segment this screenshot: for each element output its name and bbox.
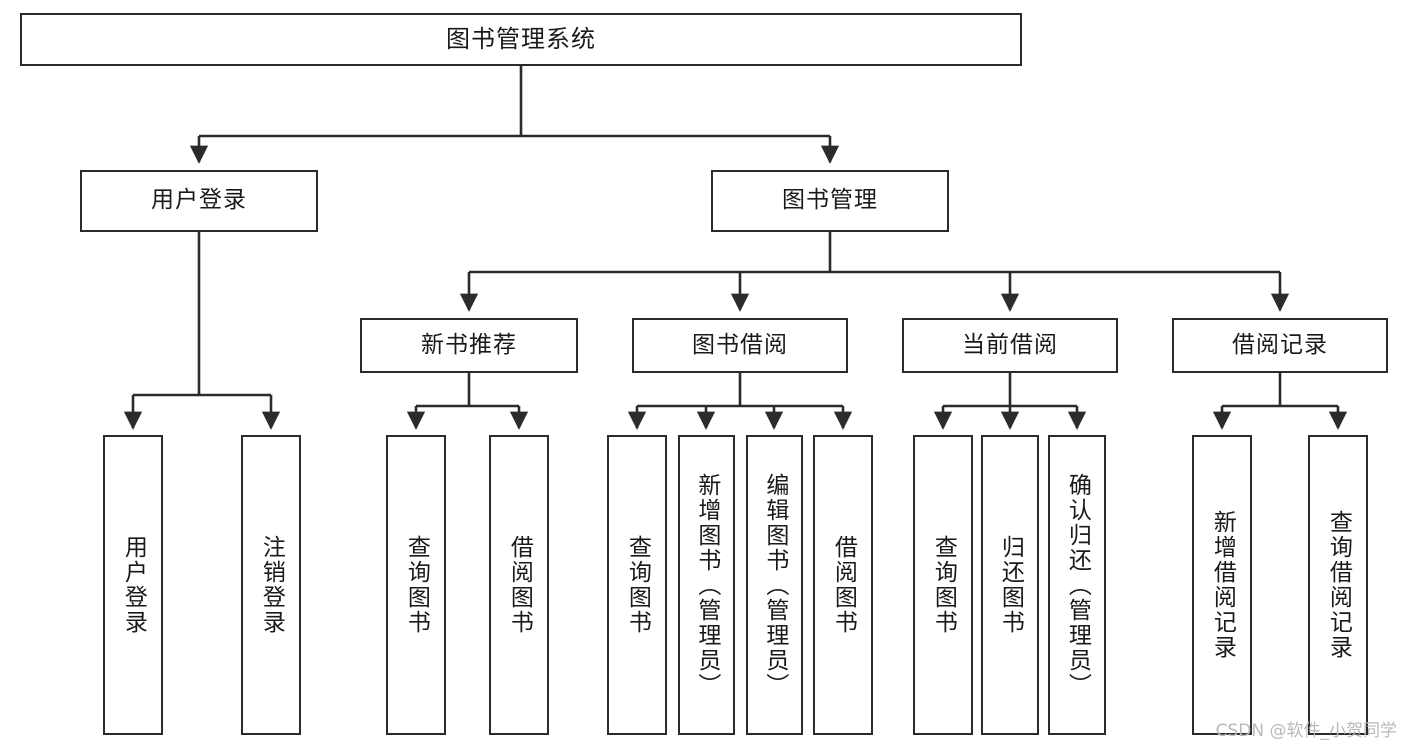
node-book-management[interactable]: 图书管理: [711, 170, 949, 232]
node-label: 借阅图书: [830, 535, 857, 635]
node-label: 用户登录: [151, 187, 247, 214]
leaf-user-login[interactable]: 用户登录: [103, 435, 163, 735]
node-label: 归还图书: [997, 535, 1024, 635]
leaf-logout-login[interactable]: 注销登录: [241, 435, 301, 735]
node-label: 图书管理: [782, 187, 878, 214]
node-new-book-recommendation[interactable]: 新书推荐: [360, 318, 578, 373]
leaf-add-book-admin[interactable]: 新增图书（管理员）: [678, 435, 735, 735]
watermark-text: CSDN @软件_小贺同学: [1215, 721, 1397, 741]
node-label: 查询借阅记录: [1325, 510, 1352, 660]
node-label: 新增图书（管理员）: [693, 472, 720, 698]
node-label: 用户登录: [120, 535, 147, 635]
node-label: 编辑图书（管理员）: [761, 472, 788, 698]
node-book-borrow[interactable]: 图书借阅: [632, 318, 848, 373]
leaf-borrow-book-recommendation[interactable]: 借阅图书: [489, 435, 549, 735]
node-user-login[interactable]: 用户登录: [80, 170, 318, 232]
leaf-edit-book-admin[interactable]: 编辑图书（管理员）: [746, 435, 803, 735]
leaf-query-book-recommendation[interactable]: 查询图书: [386, 435, 446, 735]
leaf-query-borrow-record[interactable]: 查询借阅记录: [1308, 435, 1368, 735]
leaf-query-book-borrow[interactable]: 查询图书: [607, 435, 667, 735]
node-label: 查询图书: [930, 535, 957, 635]
node-label: 当前借阅: [962, 331, 1058, 358]
node-label: 新书推荐: [421, 331, 517, 358]
node-label: 借阅记录: [1232, 331, 1328, 358]
leaf-add-borrow-record[interactable]: 新增借阅记录: [1192, 435, 1252, 735]
leaf-return-book[interactable]: 归还图书: [981, 435, 1039, 735]
node-label: 注销登录: [258, 535, 285, 635]
node-label: 查询图书: [624, 535, 651, 635]
leaf-confirm-return-admin[interactable]: 确认归还（管理员）: [1048, 435, 1106, 735]
node-label: 新增借阅记录: [1209, 510, 1236, 660]
node-label: 借阅图书: [506, 535, 533, 635]
node-borrow-record[interactable]: 借阅记录: [1172, 318, 1388, 373]
node-label: 查询图书: [403, 535, 430, 635]
leaf-query-book-current[interactable]: 查询图书: [913, 435, 973, 735]
node-label: 图书管理系统: [446, 25, 596, 54]
node-root-book-management-system[interactable]: 图书管理系统: [20, 13, 1022, 66]
node-label: 确认归还（管理员）: [1064, 472, 1091, 698]
node-label: 图书借阅: [692, 331, 788, 358]
node-current-borrow[interactable]: 当前借阅: [902, 318, 1118, 373]
leaf-borrow-book[interactable]: 借阅图书: [813, 435, 873, 735]
